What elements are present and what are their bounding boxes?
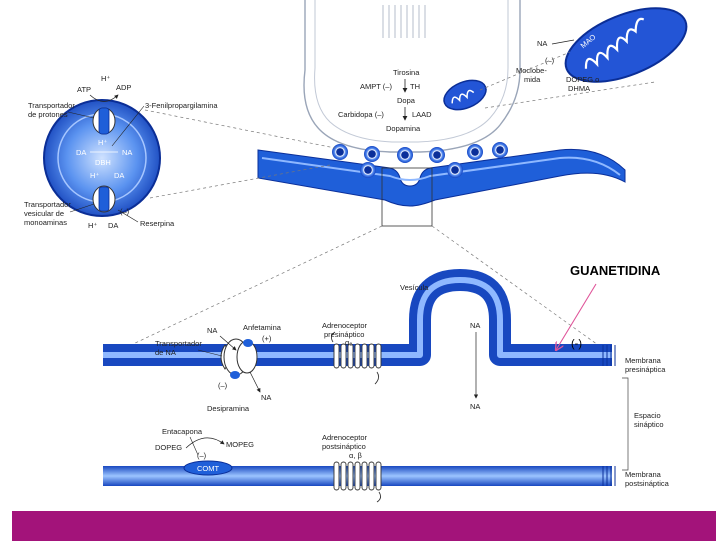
transporter-na-left: NA bbox=[207, 326, 217, 335]
vesicle-dot bbox=[492, 142, 508, 158]
cleft-bracket bbox=[622, 377, 629, 471]
vesicle-dot bbox=[467, 144, 483, 160]
synaptic-membrane-band bbox=[257, 148, 626, 207]
vesicle-dot bbox=[332, 144, 348, 160]
transporter-na-under: NA bbox=[261, 393, 271, 402]
vesicle-dot bbox=[364, 146, 380, 162]
cleft-label-1: Espacio bbox=[634, 411, 661, 420]
dbh-label: DBH bbox=[95, 158, 111, 167]
na-transporter-label-2: de NA bbox=[155, 348, 176, 357]
vesicle-h-lower: H⁺ bbox=[90, 171, 99, 180]
post-receptor-symbol: α, β bbox=[349, 451, 363, 460]
vesicula-label: Vesícula bbox=[400, 283, 429, 292]
vesicle-h-top: H⁺ bbox=[101, 74, 110, 83]
syn-na-bottom: NA bbox=[470, 402, 480, 411]
vmat-label-1: Transportador bbox=[24, 200, 71, 209]
alpha2-symbol: α₂ bbox=[345, 338, 352, 347]
mitochondrion: MAO bbox=[564, 7, 688, 83]
entacapona-label: Entacapona bbox=[162, 427, 203, 436]
presynaptic-membrane bbox=[103, 269, 612, 366]
guanetidina-title: GUANETIDINA bbox=[570, 263, 661, 278]
proton-transporter-label-1: Transportador bbox=[28, 101, 75, 110]
dopeg-label: DOPEG bbox=[155, 443, 182, 452]
cleft-label-2: sináptico bbox=[634, 420, 664, 429]
dopeg-label-1: DOPEG o bbox=[566, 75, 599, 84]
postsynaptic-label-1: Membrana bbox=[625, 470, 662, 479]
atp-label: ATP bbox=[77, 85, 91, 94]
comt-minus: (–) bbox=[197, 451, 207, 460]
proton-transporter-label-2: de protones bbox=[28, 110, 68, 119]
postsynaptic-receptor bbox=[333, 461, 382, 503]
guanetidina-arrow bbox=[556, 283, 597, 350]
carbidopa-label: Carbidopa (–) bbox=[338, 110, 384, 119]
zoom-box bbox=[381, 167, 433, 227]
desipramina-minus: (–) bbox=[218, 381, 228, 390]
presynaptic-label-2: presináptica bbox=[625, 365, 666, 374]
laad-label: LAAD bbox=[412, 110, 432, 119]
mito-minus-label: (–) bbox=[545, 56, 555, 65]
mopeg-label: MOPEG bbox=[226, 440, 254, 449]
nerve-terminal: Tirosina AMPT (–) TH Dopa Carbidopa (–) … bbox=[303, 0, 521, 153]
vesicle-dot bbox=[447, 162, 463, 178]
storage-vesicle bbox=[43, 99, 161, 217]
moclobemida-label-2: mida bbox=[524, 75, 541, 84]
comt-label: COMT bbox=[197, 464, 219, 473]
alpha2-label-1: Adrenoceptor bbox=[322, 321, 368, 330]
na-transporter bbox=[220, 338, 258, 379]
dopeg-label-2: DHMA bbox=[568, 84, 590, 93]
vesicle-h-inner: H⁺ bbox=[98, 138, 107, 147]
vesicle-da-out: DA bbox=[108, 221, 118, 230]
dopa-label: Dopa bbox=[397, 96, 416, 105]
vesicle-dot bbox=[397, 147, 413, 163]
vmat-label-3: monoaminas bbox=[24, 218, 67, 227]
anfetamina-label: Anfetamina bbox=[243, 323, 282, 332]
th-label: TH bbox=[410, 82, 420, 91]
comt-enzyme bbox=[183, 460, 233, 476]
post-receptor-label-1: Adrenoceptor bbox=[322, 433, 368, 442]
anfetamina-plus: (+) bbox=[262, 334, 272, 343]
alpha2-label-2: presináptico bbox=[324, 330, 364, 339]
postsynaptic-label-2: postsináptica bbox=[625, 479, 670, 488]
footer-bar bbox=[12, 511, 716, 541]
presynaptic-label-1: Membrana bbox=[625, 356, 662, 365]
reserpina-label: Reserpina bbox=[140, 219, 175, 228]
desipramina-label: Desipramina bbox=[207, 404, 250, 413]
mitochondrion-small bbox=[443, 79, 487, 111]
guide-lines bbox=[109, 51, 656, 356]
ampt-label: AMPT (–) bbox=[360, 82, 392, 91]
tirosina-label: Tirosina bbox=[393, 68, 420, 77]
syn-na-top: NA bbox=[470, 321, 480, 330]
fenilpropargilamina-label: 3-Fenilpropargilamina bbox=[145, 101, 218, 110]
adp-label: ADP bbox=[116, 83, 131, 92]
na-transporter-label-1: Transportador bbox=[155, 339, 202, 348]
vesicle-da-lower: DA bbox=[114, 171, 124, 180]
membrane-ends bbox=[602, 345, 616, 486]
vesicle-da-label: DA bbox=[76, 148, 86, 157]
post-receptor-label-2: postsináptico bbox=[322, 442, 366, 451]
vmat-label-2: vesicular de bbox=[24, 209, 64, 218]
dopamina-label: Dopamina bbox=[386, 124, 421, 133]
reserpina-minus: (–) bbox=[120, 207, 130, 216]
alpha2-receptor bbox=[330, 331, 382, 385]
vesicle-h-out: H⁺ bbox=[88, 221, 97, 230]
vesicle-dot bbox=[429, 147, 445, 163]
moclobemida-label-1: Moclobe- bbox=[516, 66, 547, 75]
guanetidina-inhibit: (-) bbox=[571, 338, 582, 350]
vesicle-na-label: NA bbox=[122, 148, 132, 157]
mito-na-label: NA bbox=[537, 39, 547, 48]
vesicle-dot bbox=[360, 162, 376, 178]
transmitter-vesicles bbox=[332, 142, 508, 178]
